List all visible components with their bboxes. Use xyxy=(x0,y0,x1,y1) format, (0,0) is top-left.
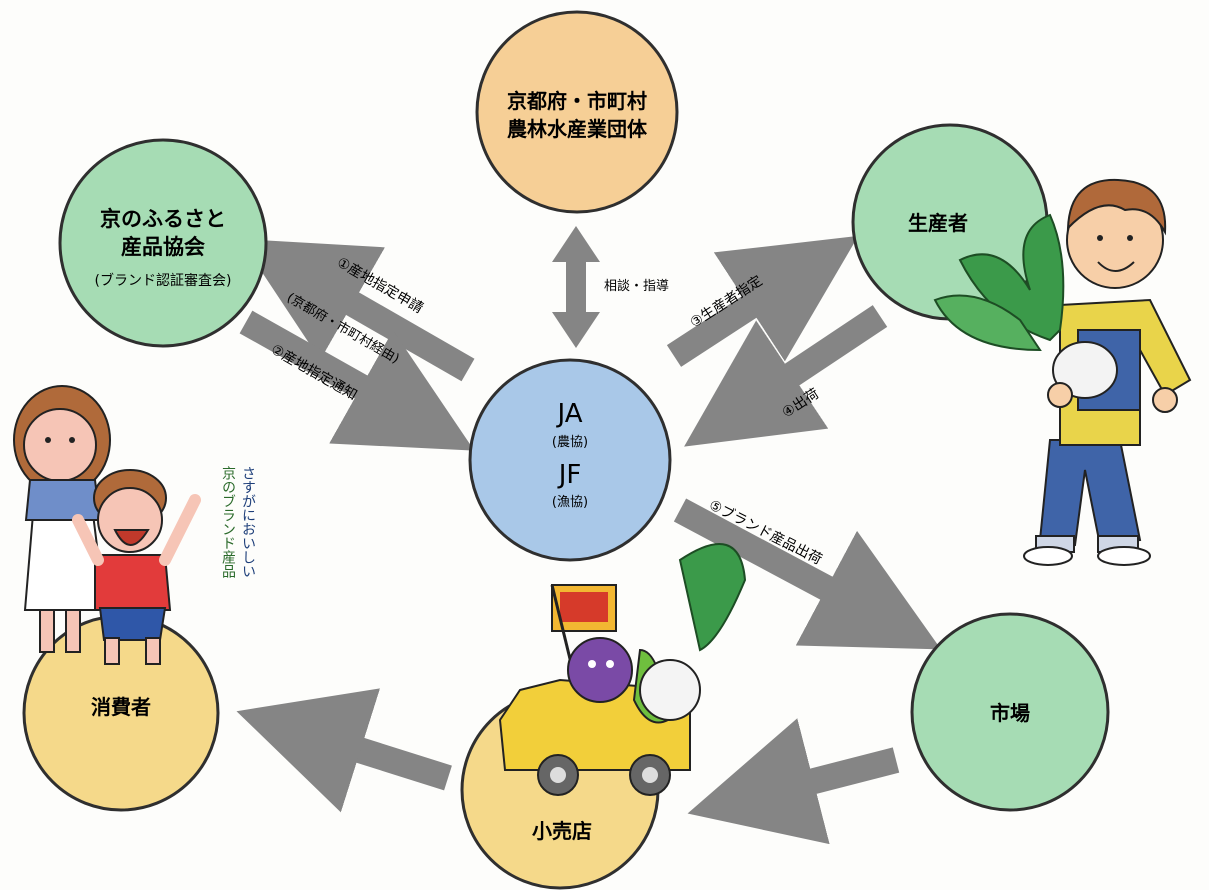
node-assoc-sub: (ブランド認証審査会) xyxy=(95,272,232,289)
arrow-retail-consumer xyxy=(236,688,452,813)
arrow-market-retail xyxy=(687,718,900,845)
node-assoc-circle xyxy=(58,138,268,348)
truck-illustration xyxy=(498,543,747,796)
node-assoc-line2: 産品協会 xyxy=(121,235,205,259)
node-market-circle xyxy=(910,612,1110,812)
arrow-consult-head-up xyxy=(552,226,600,262)
node-producer-label: 生産者 xyxy=(908,211,968,235)
node-gov-circle xyxy=(475,10,679,214)
arrow-4-ship xyxy=(684,305,888,447)
node-market-label: 市場 xyxy=(990,701,1030,725)
node-jf-label: JF xyxy=(557,460,582,490)
consumer-speech: さすがにおいしい 京のブランド産品 xyxy=(220,466,256,578)
node-assoc: 京のふるさと 産品協会 (ブランド認証審査会) xyxy=(58,138,268,348)
node-ja-jf: JA (農協) JF (漁協) xyxy=(468,358,672,562)
node-ja-sub: (農協) xyxy=(552,435,588,450)
node-gov-line2: 農林水産業団体 xyxy=(507,117,648,141)
node-jf-sub: (漁協) xyxy=(552,495,588,510)
node-consumer-label: 消費者 xyxy=(91,695,151,719)
arrows xyxy=(236,226,942,845)
node-gov: 京都府・市町村 農林水産業団体 xyxy=(475,10,679,214)
node-ja-label: JA xyxy=(556,399,583,429)
node-assoc-line1: 京のふるさと xyxy=(100,207,226,231)
arrow-2-notify xyxy=(239,310,475,451)
arrow-consult-head-down xyxy=(552,312,600,348)
node-market: 市場 xyxy=(910,612,1110,812)
arrow-5-brand-ship xyxy=(673,498,942,650)
speech-line-2: 京のブランド産品 xyxy=(220,466,236,578)
node-ja-jf-circle xyxy=(468,358,672,562)
speech-line-1: さすがにおいしい xyxy=(240,466,256,578)
family-illustration xyxy=(13,385,201,665)
node-gov-line1: 京都府・市町村 xyxy=(507,89,647,113)
arrow-consult-label: 相談・指導 xyxy=(604,278,669,294)
node-retail-label: 小売店 xyxy=(532,819,592,843)
farmer-illustration xyxy=(933,178,1192,566)
node-consumer: 消費者 xyxy=(22,614,220,812)
